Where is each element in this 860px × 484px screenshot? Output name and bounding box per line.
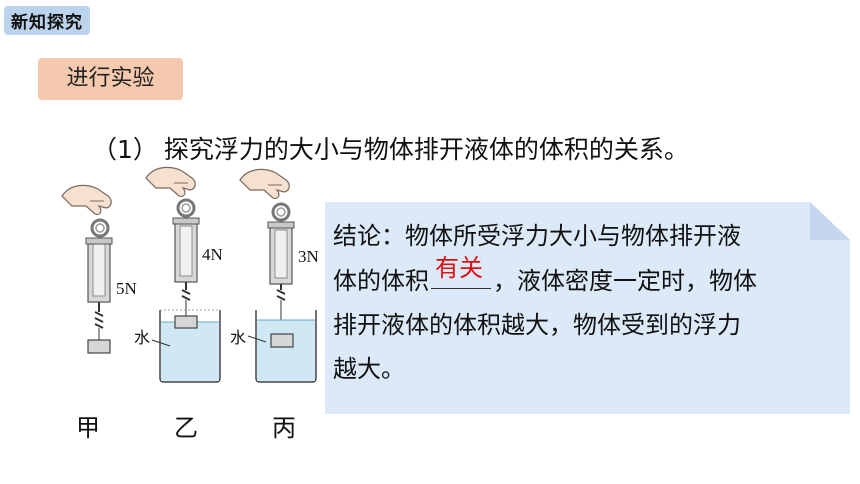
force-label-jia: 5N [116, 279, 137, 298]
conclusion-line-1: 结论：物体所受浮力大小与物体排开液 [333, 222, 741, 250]
spring-scale-yi [145, 166, 221, 383]
conclusion-text: 结论：物体所受浮力大小与物体排开液 体的体积有关 ，液体密度一定时，物体 排开液体… [333, 214, 833, 391]
question: （1）探究浮力的大小与物体排开液体的体积的关系。 [92, 130, 689, 166]
conclusion-line-3: 排开液体的体积越大，物体受到的浮力 [333, 311, 741, 339]
conclusion-line-2-after: ，液体密度一定时，物体 [493, 267, 757, 295]
conclusion-line-2-before: 体的体积 [333, 267, 429, 295]
force-label-yi: 4N [202, 245, 223, 264]
conclusion-line-2: 体的体积有关 ，液体密度一定时，物体 [333, 254, 833, 303]
water-label-yi: 水 [134, 328, 151, 347]
water-label-bing: 水 [230, 328, 247, 347]
figure-label-yi: 乙 [174, 414, 198, 442]
figure-label-jia: 甲 [76, 414, 100, 442]
answer-blank: 有关 [431, 254, 491, 289]
section-tag: 新知探究 [4, 6, 90, 35]
answer-text: 有关 [435, 254, 483, 282]
spring-scale-jia [61, 184, 113, 354]
question-text: 探究浮力的大小与物体排开液体的体积的关系。 [163, 135, 689, 164]
force-label-bing: 3N [298, 247, 319, 266]
conclusion-line-4: 越大。 [333, 355, 405, 383]
step-label: 进行实验 [38, 58, 183, 100]
question-number: （1） [92, 135, 158, 164]
conclusion-box [325, 202, 850, 414]
spring-scale-bing [239, 168, 317, 383]
figure-label-bing: 丙 [272, 414, 296, 442]
